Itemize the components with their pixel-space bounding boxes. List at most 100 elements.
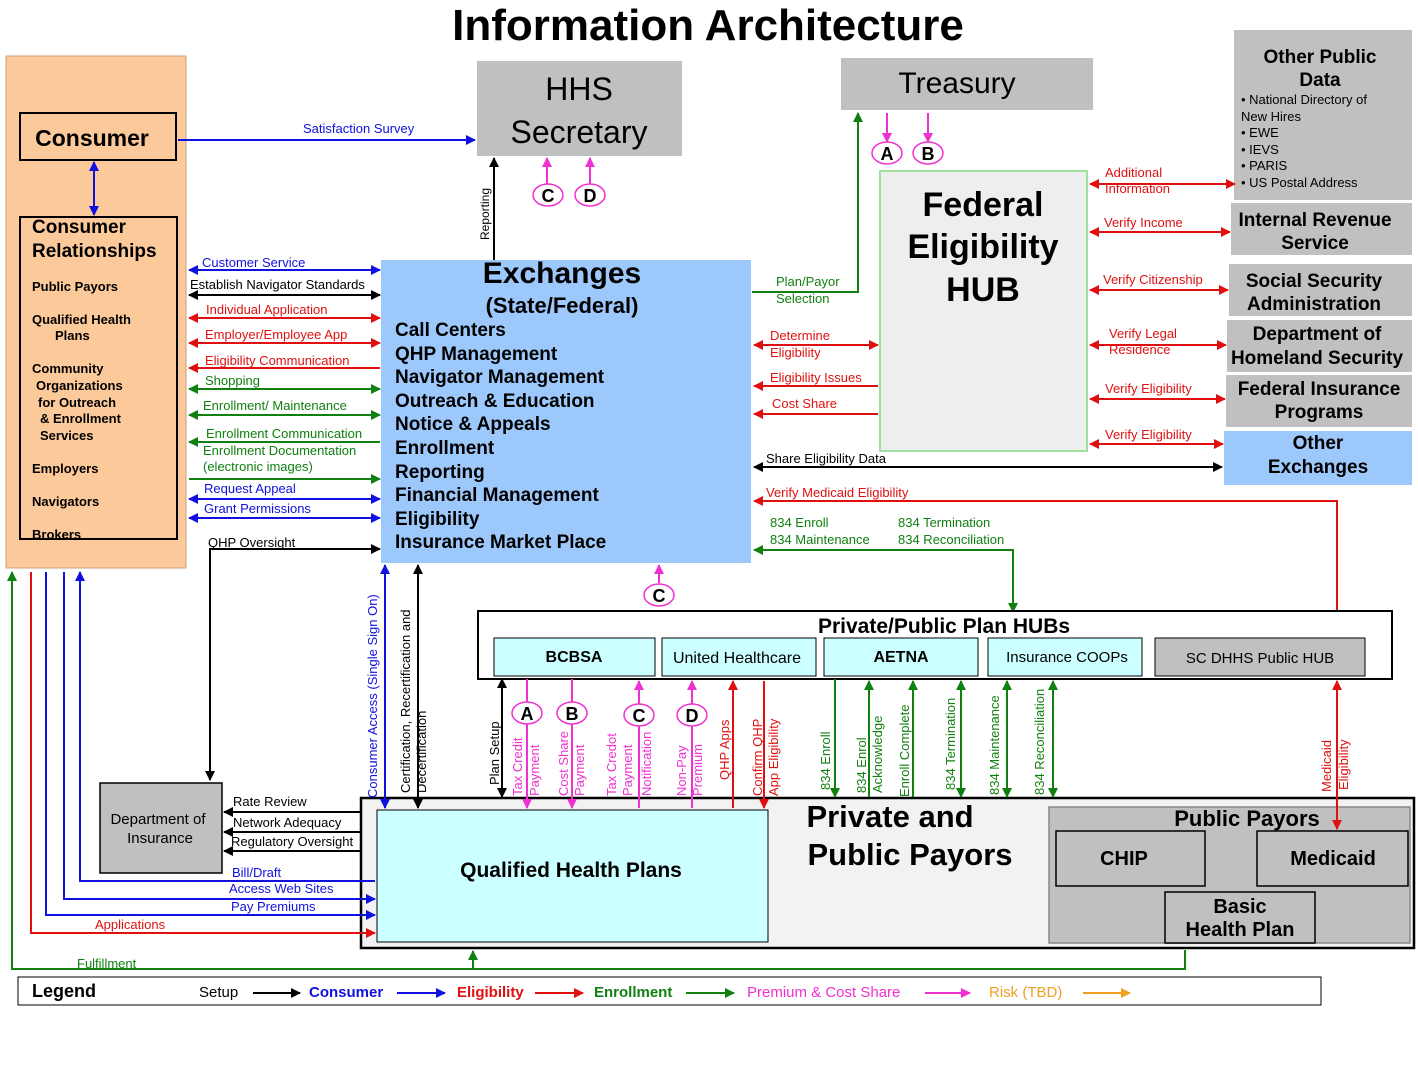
flow-label: Eligibility Issues bbox=[770, 370, 862, 385]
relationship-item: Employers bbox=[32, 461, 98, 476]
flow-label: Verify Legal bbox=[1109, 326, 1177, 341]
other-public-data-item: • IEVS bbox=[1241, 142, 1279, 157]
other-exchanges-box bbox=[1224, 431, 1412, 485]
relationship-item: for Outreach bbox=[38, 395, 116, 410]
qhp-label: Qualified Health Plans bbox=[460, 859, 682, 882]
flow-label: Medicaid bbox=[1319, 740, 1334, 792]
hhs-secretary-box bbox=[477, 61, 682, 156]
hhs-label: Secretary bbox=[511, 114, 648, 150]
flow-label: Shopping bbox=[205, 373, 260, 388]
aetna-box bbox=[823, 637, 979, 677]
connector-c bbox=[643, 583, 675, 607]
other-public-data-item: • EWE bbox=[1241, 125, 1279, 140]
flow-label: Premium bbox=[690, 744, 705, 796]
flow-label: Additional bbox=[1105, 165, 1162, 180]
connector-b-label: B bbox=[922, 144, 935, 164]
connector-a-label: A bbox=[521, 704, 534, 724]
flow-label: Fulfillment bbox=[77, 956, 137, 971]
exchange-function: Insurance Market Place bbox=[395, 532, 606, 553]
dhs-box bbox=[1227, 320, 1412, 372]
flow-label: Eligibility bbox=[1336, 739, 1351, 790]
relationship-item: Public Payors bbox=[32, 279, 118, 294]
diagram-title: Information Architecture bbox=[452, 1, 964, 50]
flow-label: Enrollment Communication bbox=[206, 426, 362, 441]
connector-a bbox=[871, 141, 903, 165]
basic-health-plan-box bbox=[1164, 891, 1316, 944]
plan-hubs-title: Private/Public Plan HUBs bbox=[818, 615, 1070, 638]
relationship-item: Brokers bbox=[32, 527, 81, 542]
legend-setup-label: Setup bbox=[199, 984, 238, 1001]
sc-dhhs-hub-label: SC DHHS Public HUB bbox=[1186, 650, 1334, 667]
834-enrollment-arrow bbox=[753, 545, 1018, 613]
flow-label: Payment bbox=[572, 744, 587, 796]
fulfillment-arrow bbox=[6, 571, 1186, 970]
irs-label: Service bbox=[1281, 233, 1349, 254]
exchanges-subtitle: (State/Federal) bbox=[486, 293, 639, 318]
flow-label: Verify Eligibility bbox=[1105, 381, 1192, 396]
irs-box bbox=[1231, 203, 1412, 255]
relationship-item: Organizations bbox=[36, 378, 123, 393]
flow-label: Rate Review bbox=[233, 794, 307, 809]
bcbsa-label: BCBSA bbox=[546, 649, 603, 666]
connector-b bbox=[912, 141, 944, 165]
insurance-coops-label: Insurance COOPs bbox=[1006, 649, 1128, 666]
pay-premiums-arrow bbox=[45, 572, 376, 920]
doi-label: Insurance bbox=[127, 830, 193, 847]
consumer-panel bbox=[5, 55, 187, 569]
connector-c-label: C bbox=[653, 586, 666, 606]
connector-c bbox=[623, 703, 655, 727]
dhs-label: Homeland Security bbox=[1231, 348, 1404, 369]
medicaid-label: Medicaid bbox=[1290, 848, 1376, 870]
other-public-data-item: New Hires bbox=[1241, 109, 1301, 124]
plan-payor-label: Selection bbox=[776, 291, 829, 306]
exchanges-title: Exchanges bbox=[483, 257, 641, 290]
exchange-function: QHP Management bbox=[395, 344, 558, 365]
flow-label: Individual Application bbox=[206, 302, 327, 317]
flow-label: Acknowledge bbox=[870, 716, 885, 793]
flow-label: Verify Medicaid Eligibility bbox=[766, 485, 909, 500]
flow-label: Certification, Recertification and bbox=[398, 609, 413, 793]
exchange-function: Navigator Management bbox=[395, 367, 605, 388]
flow-label: 834 Maintenance bbox=[987, 695, 1002, 795]
flow-label: Bill/Draft bbox=[232, 865, 282, 880]
fip-label: Programs bbox=[1275, 402, 1364, 423]
connector-c bbox=[532, 183, 564, 207]
legend-premium-label: Premium & Cost Share bbox=[747, 984, 900, 1001]
united-healthcare-box bbox=[661, 637, 817, 677]
flow-label: Plan Setup bbox=[487, 721, 502, 785]
other-public-data-title: Data bbox=[1299, 70, 1341, 91]
federal-insurance-programs-box bbox=[1226, 375, 1412, 427]
irs-label: Internal Revenue bbox=[1238, 210, 1391, 231]
flow-label: Eligibility Communication bbox=[205, 353, 350, 368]
flow-label: 834 Reconciliation bbox=[1032, 689, 1047, 795]
flow-label: Cost Share bbox=[772, 396, 837, 411]
connector-c-label: C bbox=[633, 706, 646, 726]
flow-label: Cost Share bbox=[556, 731, 571, 796]
exchange-function: Enrollment bbox=[395, 438, 495, 459]
connector-a-label: A bbox=[881, 144, 894, 164]
other-public-data-item: • PARIS bbox=[1241, 158, 1288, 173]
flow-label: Residence bbox=[1109, 342, 1170, 357]
federal-eligibility-hub-box bbox=[879, 170, 1088, 452]
other-public-data-item: • US Postal Address bbox=[1241, 175, 1358, 190]
relationship-item: Navigators bbox=[32, 494, 99, 509]
ssa-label: Administration bbox=[1247, 294, 1381, 315]
other-public-data-title: Other Public bbox=[1264, 47, 1377, 68]
flow-label: Non-Pay bbox=[674, 745, 689, 796]
chip-box bbox=[1055, 830, 1206, 887]
connector-a bbox=[511, 701, 543, 725]
exchange-function: Notice & Appeals bbox=[395, 414, 551, 435]
applications-arrow bbox=[30, 572, 376, 938]
access-web-sites-arrow bbox=[63, 572, 376, 904]
hhs-label: HHS bbox=[545, 71, 613, 107]
qhp-oversight-arrow bbox=[205, 544, 381, 781]
hub-label: HUB bbox=[946, 271, 1020, 309]
flow-label: QHP Apps bbox=[717, 719, 732, 780]
flow-label: 834 Maintenance bbox=[770, 532, 870, 547]
flow-label: Enroll Complete bbox=[897, 705, 912, 798]
relationship-item: & Enrollment bbox=[40, 411, 122, 426]
flow-label: Notification bbox=[639, 732, 654, 796]
flow-label: Information bbox=[1105, 181, 1170, 196]
connector-d-label: D bbox=[584, 186, 597, 206]
